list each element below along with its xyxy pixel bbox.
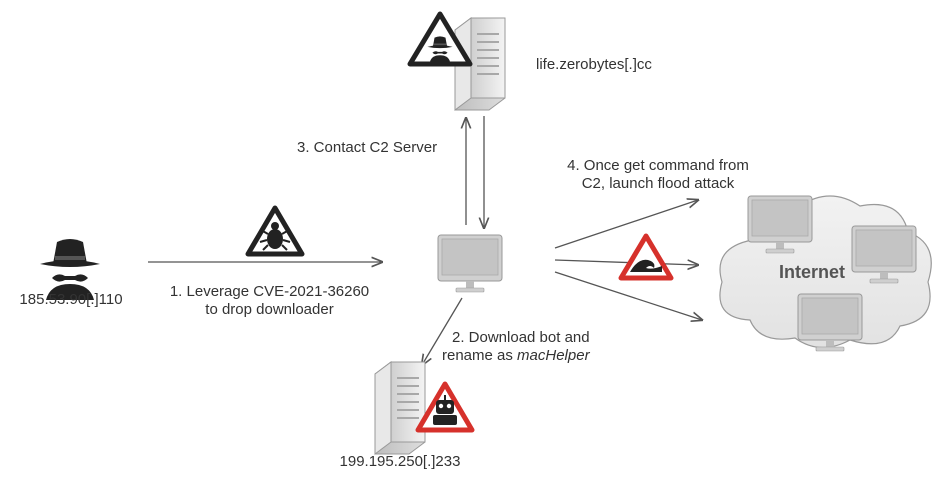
step3-label: 3. Contact C2 Server (297, 139, 438, 156)
step4-arrow-bottom (554, 271, 702, 320)
attacker-ip-label: 185.53.90[.]110 (19, 291, 123, 308)
step2-arrow (422, 297, 463, 365)
download-server-ip-label: 199.195.250[.]233 (339, 453, 461, 470)
step2-label-line1: 2. Download bot and (452, 329, 590, 346)
robot-warning-icon (415, 381, 475, 433)
step2-label-line2: rename as macHelper (442, 346, 590, 365)
step2-label-prefix: rename as (442, 347, 518, 364)
download-server-icon (374, 361, 426, 455)
victim-monitor-icon (437, 234, 503, 293)
c2-domain-label: life.zerobytes[.]cc (536, 56, 652, 73)
step2-label-filename: macHelper (517, 347, 590, 364)
hacker-warning-icon (407, 11, 473, 67)
step4-label-line2: C2, launch flood attack (581, 175, 735, 192)
step4-arrow-top (554, 200, 698, 249)
step1-label-line1: 1. Leverage CVE-2021-36260 (169, 283, 370, 300)
flood-wave-warning-icon (618, 233, 674, 281)
bug-warning-icon (245, 205, 305, 257)
step1-label-line2: to drop downloader (205, 301, 334, 318)
step4-label-line1: 4. Once get command from (567, 157, 749, 174)
step4-arrow-middle (554, 260, 698, 265)
internet-label: Internet (779, 262, 845, 282)
